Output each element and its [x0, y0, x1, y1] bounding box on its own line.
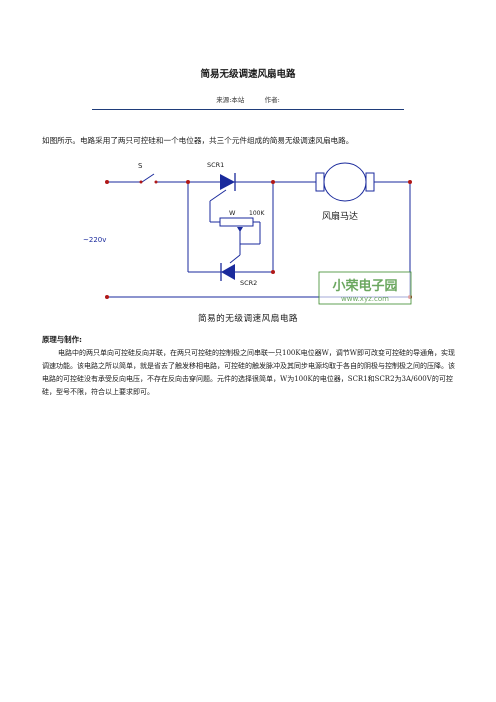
motor-label: 风扇马达	[322, 210, 358, 222]
title-divider	[92, 109, 404, 110]
figure-caption: 简易的无级调速风扇电路	[197, 314, 299, 324]
scr2-symbol	[220, 263, 235, 281]
motor-symbol	[315, 162, 375, 202]
scr1-symbol	[220, 173, 236, 191]
svg-text:www.xyz.com: www.xyz.com	[341, 295, 389, 303]
scr1-label: SCR1	[207, 161, 224, 169]
voltage-label: ~220v	[83, 236, 106, 244]
circuit-diagram: S SCR1 SCR2 W 100K ~220v 风扇马达 小荣电子园 www.…	[83, 161, 412, 305]
switch-arm	[141, 173, 155, 183]
source-line: 来源:本站 作者:	[0, 94, 496, 104]
scr2-label: SCR2	[240, 279, 257, 287]
source-label: 来源:本站	[216, 96, 245, 104]
page-title: 简易无级调速风扇电路	[200, 69, 296, 80]
intro-paragraph: 如图所示。电路采用了两只可控硅和一个电位器，共三个元件组成的简易无级调速风扇电路…	[42, 136, 354, 145]
svg-text:小荣电子园: 小荣电子园	[332, 278, 397, 294]
scr2-gate	[229, 254, 241, 264]
body-paragraph: 电路中的两只单向可控硅反向并联，在两只可控硅的控制极之间串联一只100K电位器W…	[42, 349, 455, 396]
body-paragraph-container: 电路中的两只单向可控硅反向并联，在两只可控硅的控制极之间串联一只100K电位器W…	[42, 347, 456, 399]
switch-label: S	[138, 162, 143, 170]
pot-label: W	[229, 209, 236, 217]
watermark-logo: 小荣电子园 www.xyz.com	[318, 271, 412, 305]
section-heading: 原理与制作:	[42, 335, 82, 344]
potentiometer-symbol	[219, 217, 254, 232]
pot-value: 100K	[249, 210, 265, 217]
author-label: 作者:	[264, 96, 280, 104]
scr1-gate	[209, 189, 227, 202]
